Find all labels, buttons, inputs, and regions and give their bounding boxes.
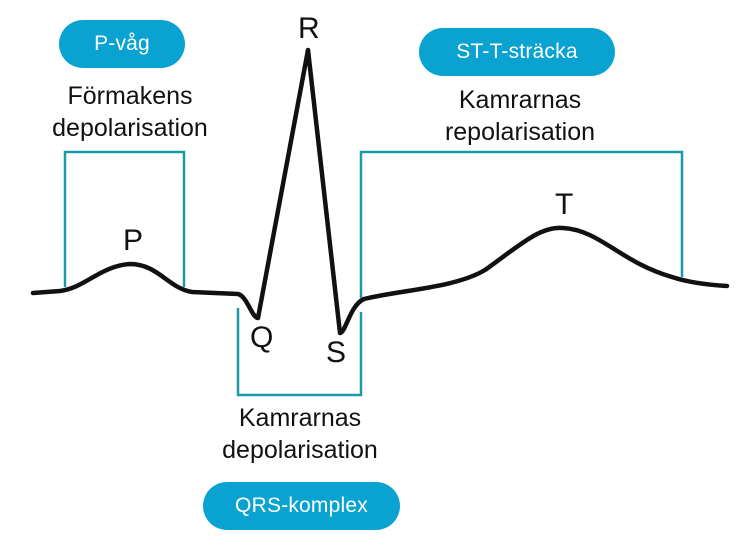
qrs-complex-badge: QRS-komplex: [203, 482, 400, 530]
p-wave-bracket: [63, 150, 186, 287]
ventricular-repolarisation-label: Kamrarnas repolarisation: [420, 84, 620, 148]
atrial-depolarisation-line1: Förmakens: [67, 82, 193, 110]
q-wave-letter: Q: [250, 321, 274, 354]
p-wave-letter: P: [123, 224, 144, 257]
atrial-depolarisation-label: Förmakens depolarisation: [30, 80, 230, 144]
ventricular-depolarisation-label: Kamrarnas depolarisation: [200, 402, 400, 466]
s-wave-letter: S: [326, 336, 347, 369]
st-t-bracket: [359, 150, 684, 298]
atrial-depolarisation-line2: depolarisation: [52, 114, 208, 142]
ventricular-repolarisation-line1: Kamrarnas: [458, 86, 582, 114]
ventricular-depolarisation-line1: Kamrarnas: [238, 404, 362, 432]
ecg-waveform: [30, 47, 730, 336]
st-t-segment-badge: ST-T-sträcka: [419, 28, 615, 76]
ventricular-depolarisation-line2: depolarisation: [222, 436, 378, 464]
p-wave-badge: P-våg: [59, 20, 185, 68]
qrs-bracket: [236, 308, 363, 397]
ventricular-repolarisation-line2: repolarisation: [444, 118, 596, 146]
t-wave-letter: T: [555, 188, 574, 221]
r-wave-letter: R: [298, 12, 320, 45]
